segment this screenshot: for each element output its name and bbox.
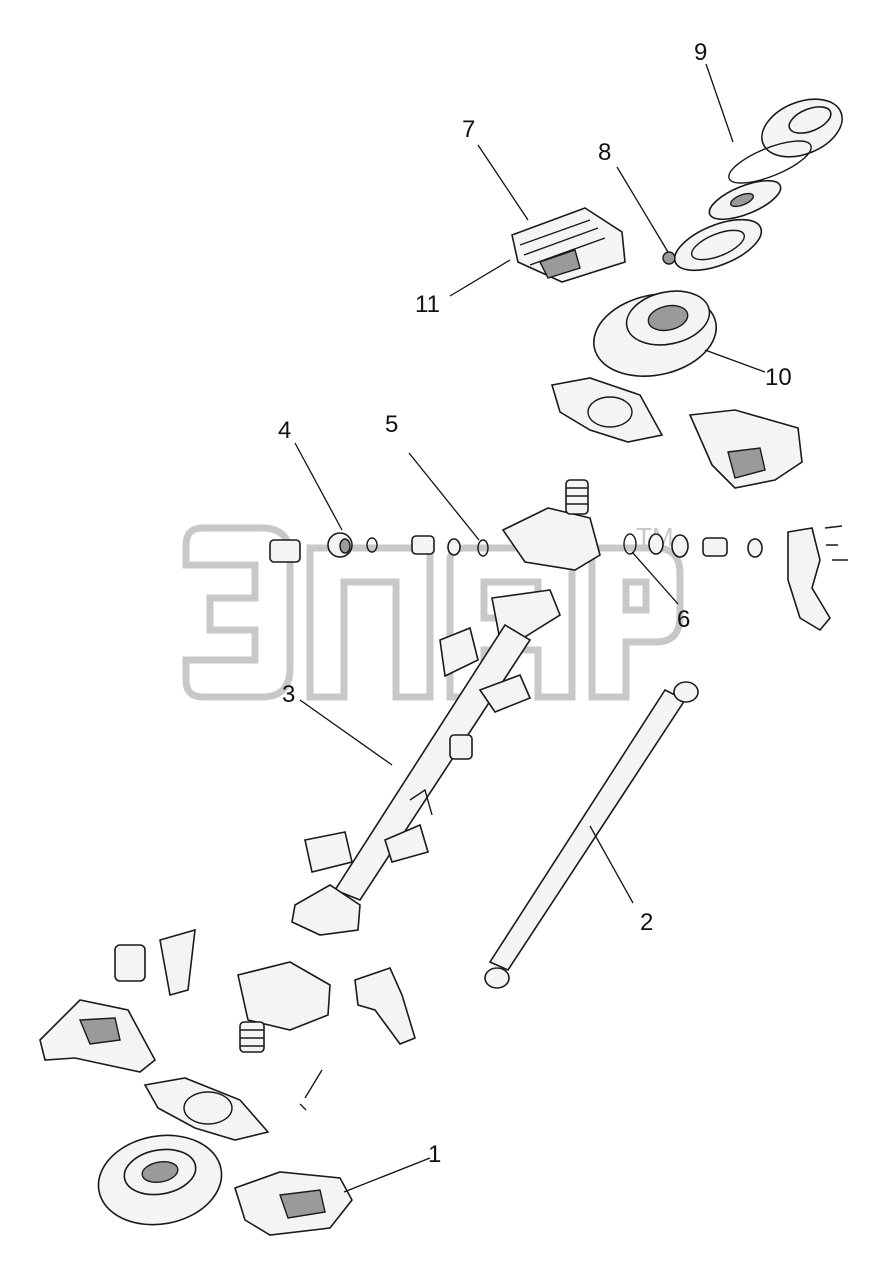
steering-knuckle-left [237,961,331,1053]
kingpin-knuckle-part [501,479,601,571]
caliper-bracket-upper [550,377,664,443]
brake-disc-hub-left [97,1134,223,1226]
brake-pad-carrier-part [234,1171,353,1236]
callout-9: 9 [694,39,707,66]
callout-labels: 1 2 3 4 5 6 7 8 9 10 11 [278,39,792,1168]
leader-lines [294,63,766,1193]
bolt-part [299,1069,323,1111]
nut-part [662,251,676,265]
callout-5: 5 [385,411,398,438]
axle-beam-part [291,589,561,936]
brake-disc-hub-part [592,290,718,377]
tie-rod-part [484,681,699,989]
callout-11: 11 [415,291,440,318]
callout-2: 2 [640,909,653,936]
callout-3: 3 [282,681,295,708]
callout-10: 10 [765,364,792,391]
gasket-part [673,218,763,272]
callout-6: 6 [677,606,690,633]
caliper-bracket-lower [143,1077,270,1141]
callout-7: 7 [462,116,475,143]
brake-caliper-left [39,999,157,1073]
steering-knuckle-right [688,409,803,489]
steering-arm-center [354,967,416,1045]
steering-arm-right [787,527,831,632]
bearing-seal-row [269,525,848,563]
callout-4: 4 [278,417,291,444]
hub-cover-part [708,98,843,221]
steering-arm-left [114,928,196,997]
brake-caliper-part [511,207,626,283]
callout-8: 8 [598,139,611,166]
callout-1: 1 [428,1141,441,1168]
